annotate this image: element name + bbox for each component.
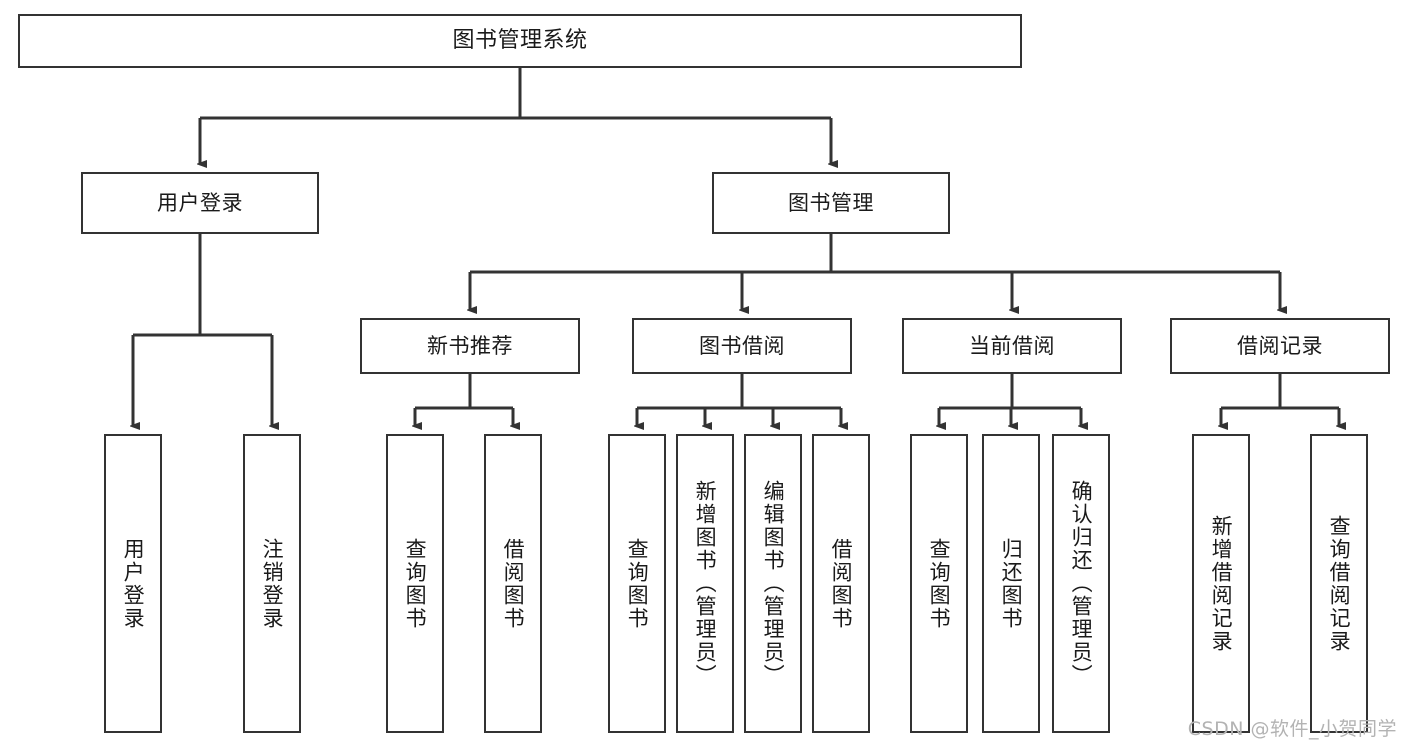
node-label: 新增借阅记录	[1209, 514, 1234, 653]
node-label: 新增图书（管理员）	[693, 480, 718, 687]
node-leaf-edit-book[interactable]: 编辑图书（管理员）	[744, 434, 802, 733]
node-leaf-borrow-book-rec[interactable]: 借阅图书	[484, 434, 542, 733]
node-label: 图书管理	[788, 190, 874, 215]
node-label: 用户登录	[121, 537, 146, 630]
node-leaf-borrow-book[interactable]: 借阅图书	[812, 434, 870, 733]
node-label: 借阅图书	[501, 537, 526, 630]
node-leaf-query-borrow-record[interactable]: 查询借阅记录	[1310, 434, 1368, 733]
node-label: 确认归还（管理员）	[1069, 480, 1094, 687]
node-borrow-record[interactable]: 借阅记录	[1170, 318, 1390, 374]
node-label: 图书管理系统	[452, 28, 588, 54]
node-label: 当前借阅	[969, 333, 1055, 358]
node-label: 新书推荐	[427, 333, 513, 358]
node-label: 查询图书	[403, 537, 428, 630]
node-leaf-user-logout[interactable]: 注销登录	[243, 434, 301, 733]
node-new-book-recommend[interactable]: 新书推荐	[360, 318, 580, 374]
node-label: 归还图书	[999, 537, 1024, 630]
node-label: 注销登录	[260, 537, 285, 630]
node-label: 图书借阅	[699, 333, 785, 358]
node-label: 编辑图书（管理员）	[761, 480, 786, 687]
node-book-borrow[interactable]: 图书借阅	[632, 318, 852, 374]
node-current-borrow[interactable]: 当前借阅	[902, 318, 1122, 374]
node-leaf-query-book-borrow[interactable]: 查询图书	[608, 434, 666, 733]
node-label: 借阅图书	[829, 537, 854, 630]
node-leaf-query-book-current[interactable]: 查询图书	[910, 434, 968, 733]
node-label: 查询借阅记录	[1327, 514, 1352, 653]
node-label: 查询图书	[927, 537, 952, 630]
node-label: 借阅记录	[1237, 333, 1323, 358]
node-leaf-user-login[interactable]: 用户登录	[104, 434, 162, 733]
node-leaf-confirm-return[interactable]: 确认归还（管理员）	[1052, 434, 1110, 733]
node-leaf-query-book-rec[interactable]: 查询图书	[386, 434, 444, 733]
node-book-manage[interactable]: 图书管理	[712, 172, 950, 234]
node-root-system[interactable]: 图书管理系统	[18, 14, 1022, 68]
watermark-text: CSDN @软件_小贺同学	[1187, 718, 1397, 740]
node-user-login[interactable]: 用户登录	[81, 172, 319, 234]
node-leaf-add-book[interactable]: 新增图书（管理员）	[676, 434, 734, 733]
node-leaf-add-borrow-record[interactable]: 新增借阅记录	[1192, 434, 1250, 733]
node-leaf-return-book[interactable]: 归还图书	[982, 434, 1040, 733]
node-label: 用户登录	[157, 190, 243, 215]
node-label: 查询图书	[625, 537, 650, 630]
